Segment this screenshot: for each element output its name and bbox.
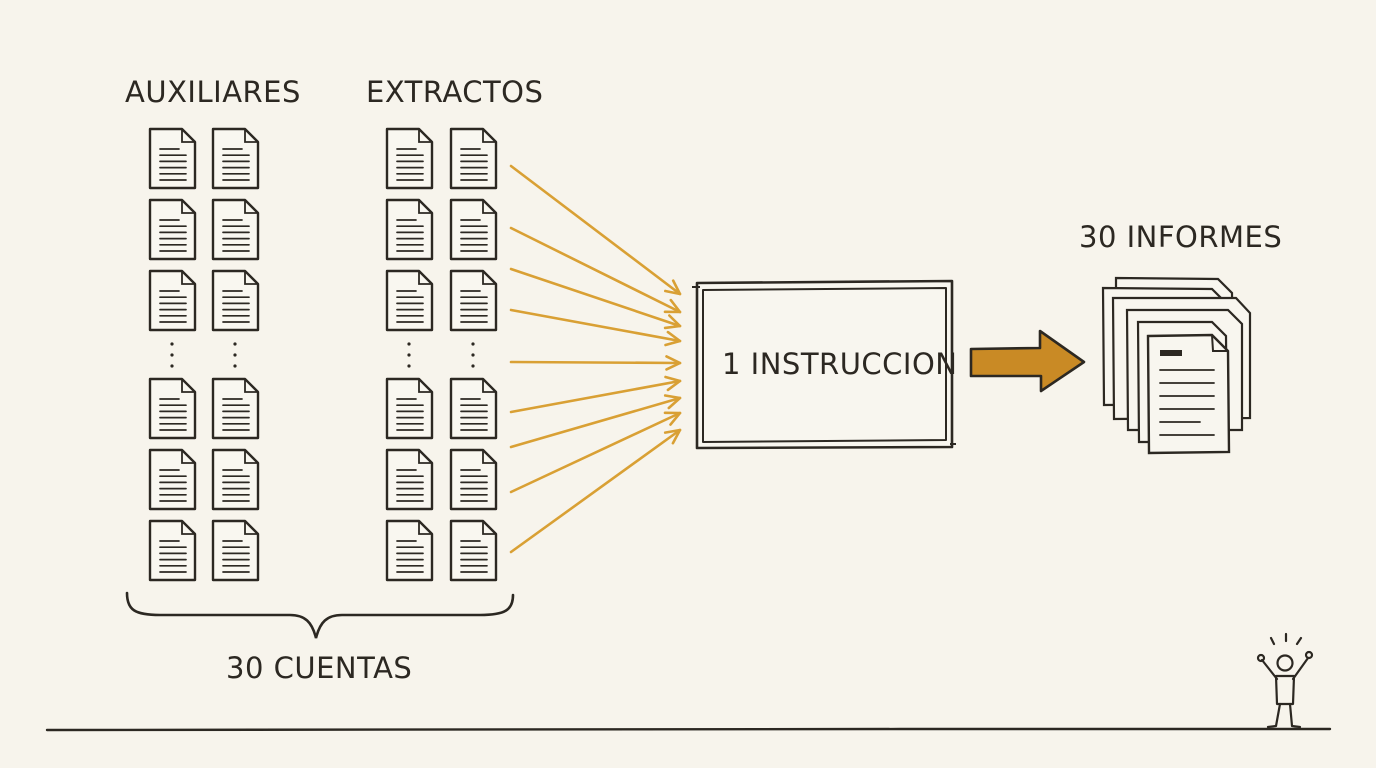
input-arrows <box>509 164 682 554</box>
input-arrow <box>509 226 682 314</box>
document-icon <box>385 377 434 440</box>
continuation-dot <box>233 342 237 346</box>
document-icon <box>211 448 260 511</box>
cheering-person-icon <box>1256 632 1314 729</box>
input-arrow <box>509 394 682 449</box>
input-arrow <box>509 308 682 347</box>
document-icon <box>211 377 260 440</box>
document-icon <box>449 198 498 261</box>
document-icon <box>385 269 434 332</box>
accounts-brace <box>125 591 515 639</box>
continuation-dot <box>471 364 475 368</box>
output-arrow-icon <box>969 329 1086 393</box>
document-icon <box>385 198 434 261</box>
input-arrow <box>509 164 682 296</box>
continuation-dots <box>170 342 475 368</box>
report-stack-icon <box>1101 276 1252 455</box>
input-arrow <box>509 355 682 371</box>
input-arrow <box>509 375 682 414</box>
continuation-dot <box>170 364 174 368</box>
extractos-heading: EXTRACTOS <box>366 75 544 109</box>
document-icon <box>385 127 434 190</box>
auxiliares-documents <box>148 127 260 582</box>
document-icon <box>449 448 498 511</box>
document-icon <box>148 377 197 440</box>
input-arrow <box>509 267 682 330</box>
continuation-dot <box>471 353 475 357</box>
continuation-dot <box>407 353 411 357</box>
document-icon <box>148 198 197 261</box>
document-icon <box>449 519 498 582</box>
continuation-dot <box>471 342 475 346</box>
document-icon <box>449 127 498 190</box>
document-icon <box>211 198 260 261</box>
input-arrow <box>509 411 682 494</box>
document-icon <box>385 519 434 582</box>
document-icon <box>148 127 197 190</box>
document-icon <box>211 519 260 582</box>
instruction-box <box>692 279 956 450</box>
continuation-dot <box>233 353 237 357</box>
continuation-dot <box>407 342 411 346</box>
instruction-label: 1 INSTRUCCION <box>722 347 958 381</box>
document-icon <box>148 448 197 511</box>
continuation-dot <box>233 364 237 368</box>
input-arrow <box>509 428 682 554</box>
continuation-dot <box>170 342 174 346</box>
informes-heading: 30 INFORMES <box>1079 220 1283 254</box>
extractos-documents <box>385 127 498 582</box>
document-icon <box>211 269 260 332</box>
ground-line <box>45 727 1332 732</box>
continuation-dot <box>170 353 174 357</box>
continuation-dot <box>407 364 411 368</box>
document-icon <box>211 127 260 190</box>
document-icon <box>449 377 498 440</box>
document-icon <box>148 269 197 332</box>
document-icon <box>449 269 498 332</box>
document-icon <box>385 448 434 511</box>
cuentas-label: 30 CUENTAS <box>226 651 413 685</box>
auxiliares-heading: AUXILIARES <box>125 75 301 109</box>
document-icon <box>148 519 197 582</box>
